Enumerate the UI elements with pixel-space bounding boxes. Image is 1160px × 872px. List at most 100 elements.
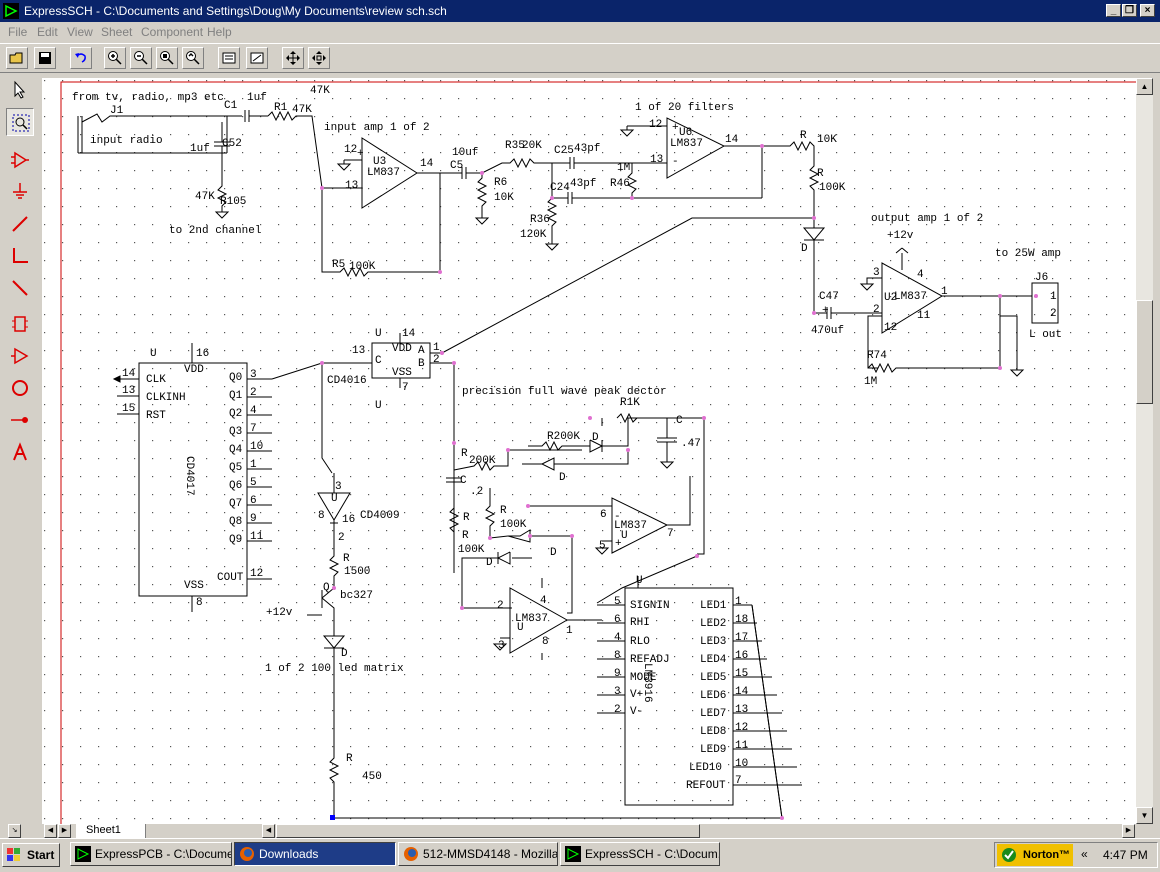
schematic-label[interactable]: U: [331, 493, 338, 505]
schematic-label[interactable]: CLK: [146, 374, 166, 386]
vertical-scrollbar[interactable]: ▲ ▼: [1136, 78, 1153, 824]
schematic-label[interactable]: Q9: [229, 534, 242, 546]
schematic-label[interactable]: RHI: [630, 617, 650, 629]
norton-button[interactable]: Norton™: [997, 844, 1073, 866]
schematic-label[interactable]: LM837: [894, 291, 927, 303]
schematic-label[interactable]: J6: [1035, 272, 1048, 284]
schematic-label[interactable]: LED2: [700, 618, 726, 630]
schematic-label[interactable]: 11: [917, 310, 931, 322]
schematic-label[interactable]: 1uf: [190, 143, 210, 155]
schematic-label[interactable]: 1 of 20 filters: [635, 102, 734, 114]
schematic-label[interactable]: 100K: [458, 544, 485, 556]
schematic-label[interactable]: D: [486, 557, 493, 569]
schematic-label[interactable]: from tv, radio, mp3 etc: [72, 92, 224, 104]
wire-tool[interactable]: [6, 210, 34, 238]
task-downloads[interactable]: Downloads: [234, 842, 396, 866]
schematic-label[interactable]: 20K: [522, 140, 542, 152]
schematic-label[interactable]: .47: [681, 438, 701, 450]
schematic-label[interactable]: Q1: [229, 390, 243, 402]
schematic-label[interactable]: CD4016: [327, 375, 367, 387]
schematic-label[interactable]: V-: [630, 706, 643, 718]
schematic-label[interactable]: B: [418, 358, 425, 370]
schematic-label[interactable]: 1: [735, 596, 742, 608]
schematic-label[interactable]: LED8: [700, 726, 726, 738]
schematic-label[interactable]: Q7: [229, 498, 242, 510]
schematic-label[interactable]: U2: [884, 292, 897, 304]
schematic-label[interactable]: R5: [332, 259, 345, 271]
schematic-label[interactable]: 1: [250, 459, 257, 471]
diagonal-wire-tool[interactable]: [6, 274, 34, 302]
schematic-label[interactable]: 43pf: [574, 143, 600, 155]
schematic-label[interactable]: R: [462, 530, 469, 542]
schematic-label[interactable]: 6: [614, 614, 621, 626]
schematic-label[interactable]: 14: [725, 134, 739, 146]
sheet-next-button[interactable]: ▶: [58, 824, 71, 838]
schematic-label[interactable]: 450: [362, 771, 382, 783]
schematic-label[interactable]: C: [676, 415, 683, 427]
schematic-label[interactable]: 2: [250, 387, 257, 399]
task-expresspcb[interactable]: ExpressPCB - C:\Docume...: [70, 842, 232, 866]
component-tool[interactable]: [6, 146, 34, 174]
schematic-label[interactable]: 9: [250, 513, 257, 525]
schematic-label[interactable]: 16: [196, 348, 209, 360]
schematic-label[interactable]: 10uf: [452, 147, 478, 159]
schematic-label[interactable]: R: [346, 753, 353, 765]
schematic-label[interactable]: U: [375, 400, 382, 412]
schematic-label[interactable]: VDD: [184, 364, 204, 376]
schematic-label[interactable]: input amp 1 of 2: [324, 122, 430, 134]
schematic-label[interactable]: -: [358, 183, 365, 195]
schematic-label[interactable]: 9: [614, 668, 621, 680]
schematic-label[interactable]: LED7: [700, 708, 726, 720]
schematic-label[interactable]: 2: [1050, 308, 1057, 320]
schematic-label[interactable]: Q: [323, 582, 330, 594]
menu-sheet[interactable]: Sheet: [101, 25, 133, 39]
schematic-label[interactable]: 3: [335, 481, 342, 493]
schematic-label[interactable]: 13: [352, 345, 365, 357]
schematic-label[interactable]: 10K: [817, 134, 837, 146]
schematic-label[interactable]: C1: [224, 100, 238, 112]
schematic-label[interactable]: 8: [318, 510, 325, 522]
menu-help[interactable]: Help: [207, 25, 232, 39]
schematic-label[interactable]: R35: [505, 140, 525, 152]
menu-edit[interactable]: Edit: [37, 25, 58, 39]
schematic-label[interactable]: LM837: [515, 613, 548, 625]
schematic-label[interactable]: LED4: [700, 654, 727, 666]
schematic-label[interactable]: 43pf: [570, 178, 596, 190]
schematic-label[interactable]: LED6: [700, 690, 726, 702]
menu-file[interactable]: File: [8, 25, 28, 39]
schematic-label[interactable]: 13: [345, 180, 358, 192]
schematic-label[interactable]: 12: [884, 322, 897, 334]
schematic-label[interactable]: Q8: [229, 516, 242, 528]
schematic-label[interactable]: 16: [342, 514, 355, 526]
schematic-label[interactable]: U: [621, 530, 628, 542]
schematic-label[interactable]: 10: [735, 758, 748, 770]
schematic-label[interactable]: .2: [470, 486, 483, 498]
schematic-label[interactable]: CD4017: [183, 456, 195, 496]
schematic-label[interactable]: Q2: [229, 408, 242, 420]
schematic-label[interactable]: -: [614, 511, 621, 523]
schematic-label[interactable]: R36: [530, 214, 550, 226]
circle-tool[interactable]: [6, 374, 34, 402]
schematic-label[interactable]: Q0: [229, 372, 242, 384]
schematic-label[interactable]: LED10: [689, 762, 722, 774]
select-tool[interactable]: [6, 76, 34, 104]
close-button[interactable]: ×: [1140, 4, 1155, 17]
schematic-label[interactable]: 5: [250, 477, 257, 489]
schematic-label[interactable]: A: [418, 345, 425, 357]
schematic-label[interactable]: LM837: [614, 520, 647, 532]
schematic-label[interactable]: 100K: [819, 182, 846, 194]
schematic-label[interactable]: R46: [610, 178, 630, 190]
restore-button[interactable]: ❐: [1122, 4, 1137, 17]
schematic-label[interactable]: 7: [735, 775, 742, 787]
schematic-label[interactable]: 100K: [349, 261, 376, 273]
schematic-label[interactable]: D: [559, 472, 566, 484]
schematic-label[interactable]: to 2nd channel: [169, 225, 261, 237]
schematic-label[interactable]: 2: [433, 354, 440, 366]
schematic-label[interactable]: U: [375, 328, 382, 340]
ic-tool[interactable]: [6, 310, 34, 338]
schematic-label[interactable]: 4: [917, 269, 924, 281]
schematic-label[interactable]: LM837: [670, 138, 703, 150]
schematic-label[interactable]: 200K: [469, 455, 496, 467]
schematic-label[interactable]: 4: [614, 632, 621, 644]
schematic-label[interactable]: 8: [614, 650, 621, 662]
